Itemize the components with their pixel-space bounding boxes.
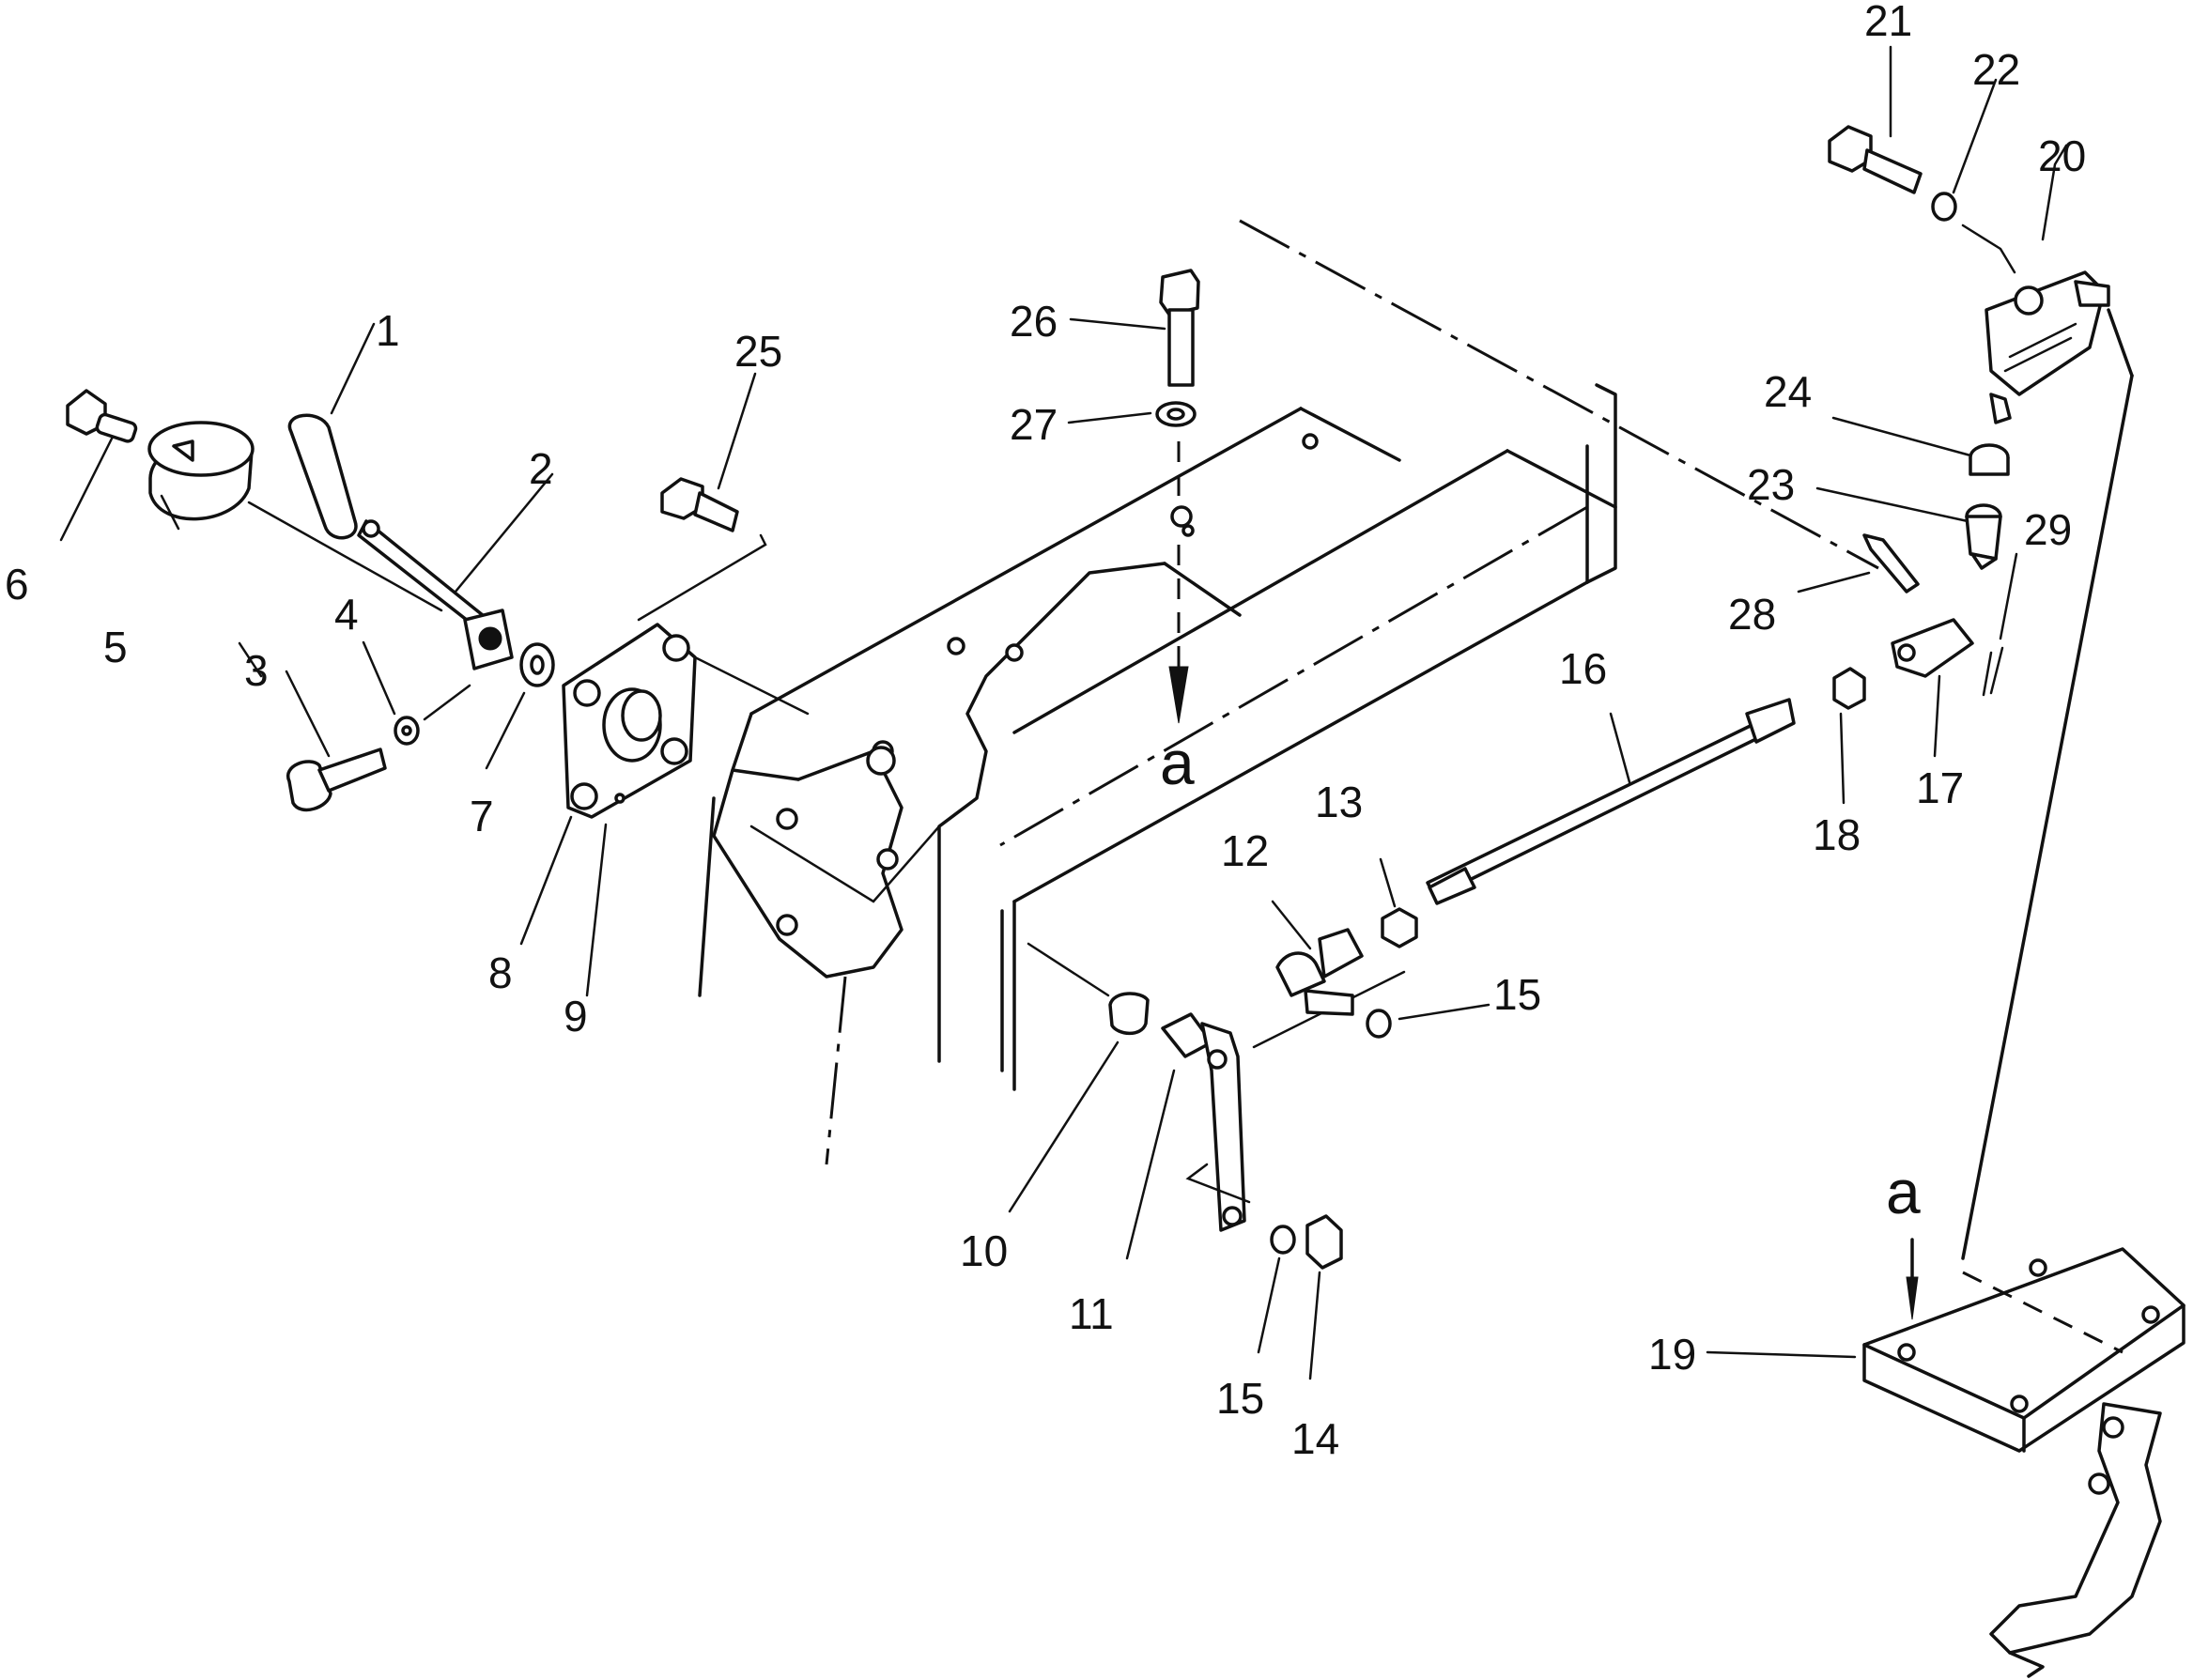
leader-lines [59, 45, 2068, 1380]
callout-7: 7 [470, 792, 494, 840]
nut-13 [1381, 907, 1418, 948]
bolt-6 [66, 389, 138, 443]
callout-3: 3 [244, 646, 269, 695]
plate-9 [562, 623, 697, 819]
joint-23 [1965, 503, 2002, 570]
pin-29 [1982, 651, 1993, 697]
pin-28 [1862, 533, 1920, 593]
callout-6: 6 [5, 560, 29, 609]
view-label-a-center: a [1160, 728, 1195, 797]
callout-11: 11 [1069, 1289, 1114, 1338]
bushing-10 [1108, 992, 1150, 1036]
callout-16: 16 [1559, 644, 1607, 693]
frame-housing [698, 219, 1879, 1165]
callout-28: 28 [1728, 590, 1776, 639]
switch-20 [1985, 270, 2110, 424]
callout-5: 5 [103, 623, 128, 671]
pedal-19 [1862, 1247, 2185, 1678]
lever-rod-2 [357, 519, 514, 670]
ball-joint-12 [1275, 928, 1364, 1016]
callout-15b: 15 [1216, 1374, 1264, 1423]
callout-29: 29 [2024, 505, 2072, 554]
callout-4: 4 [334, 590, 359, 639]
nut-24 [1969, 443, 2010, 476]
callout-20: 20 [2038, 131, 2086, 180]
view-label-a-right: a [1886, 1157, 1921, 1226]
callout-24: 24 [1764, 367, 1812, 416]
grip-1 [287, 413, 358, 540]
washer-15a [1366, 1009, 1392, 1039]
callout-1: 1 [376, 306, 400, 355]
callout-25: 25 [734, 327, 782, 376]
callout-18: 18 [1813, 810, 1861, 859]
callout-8: 8 [488, 948, 513, 997]
bolt-26 [1159, 269, 1200, 387]
callout-21: 21 [1864, 0, 1912, 45]
callout-26: 26 [1010, 297, 1058, 346]
nut-14 [1305, 1214, 1343, 1270]
callout-9: 9 [564, 992, 588, 1040]
nut-18 [1832, 667, 1866, 710]
callout-27: 27 [1010, 400, 1058, 449]
callout-13: 13 [1315, 778, 1363, 826]
bolt-25 [660, 477, 739, 532]
callout-2: 2 [529, 444, 553, 493]
callout-12: 12 [1221, 826, 1269, 875]
callout-17: 17 [1916, 763, 1964, 812]
washer-22 [1931, 192, 1957, 222]
callout-23: 23 [1747, 460, 1795, 509]
callout-14: 14 [1291, 1414, 1339, 1463]
callout-10: 10 [960, 1226, 1008, 1275]
callout-15a: 15 [1493, 970, 1541, 1019]
rod-16 [1426, 698, 1796, 905]
lever-11 [1161, 1012, 1246, 1232]
bolt-21 [1828, 125, 1923, 194]
lever-assembly [66, 389, 810, 819]
callout-labels: 1 2 3 4 5 6 7 8 9 10 11 12 13 14 15 15 1… [5, 0, 2086, 1463]
washer-15b [1270, 1225, 1296, 1255]
clevis-17 [1891, 618, 1974, 678]
callout-19: 19 [1648, 1330, 1696, 1379]
bolt-3 [286, 748, 387, 812]
callout-22: 22 [1972, 45, 2020, 94]
view-arrow-a [1168, 545, 1189, 724]
